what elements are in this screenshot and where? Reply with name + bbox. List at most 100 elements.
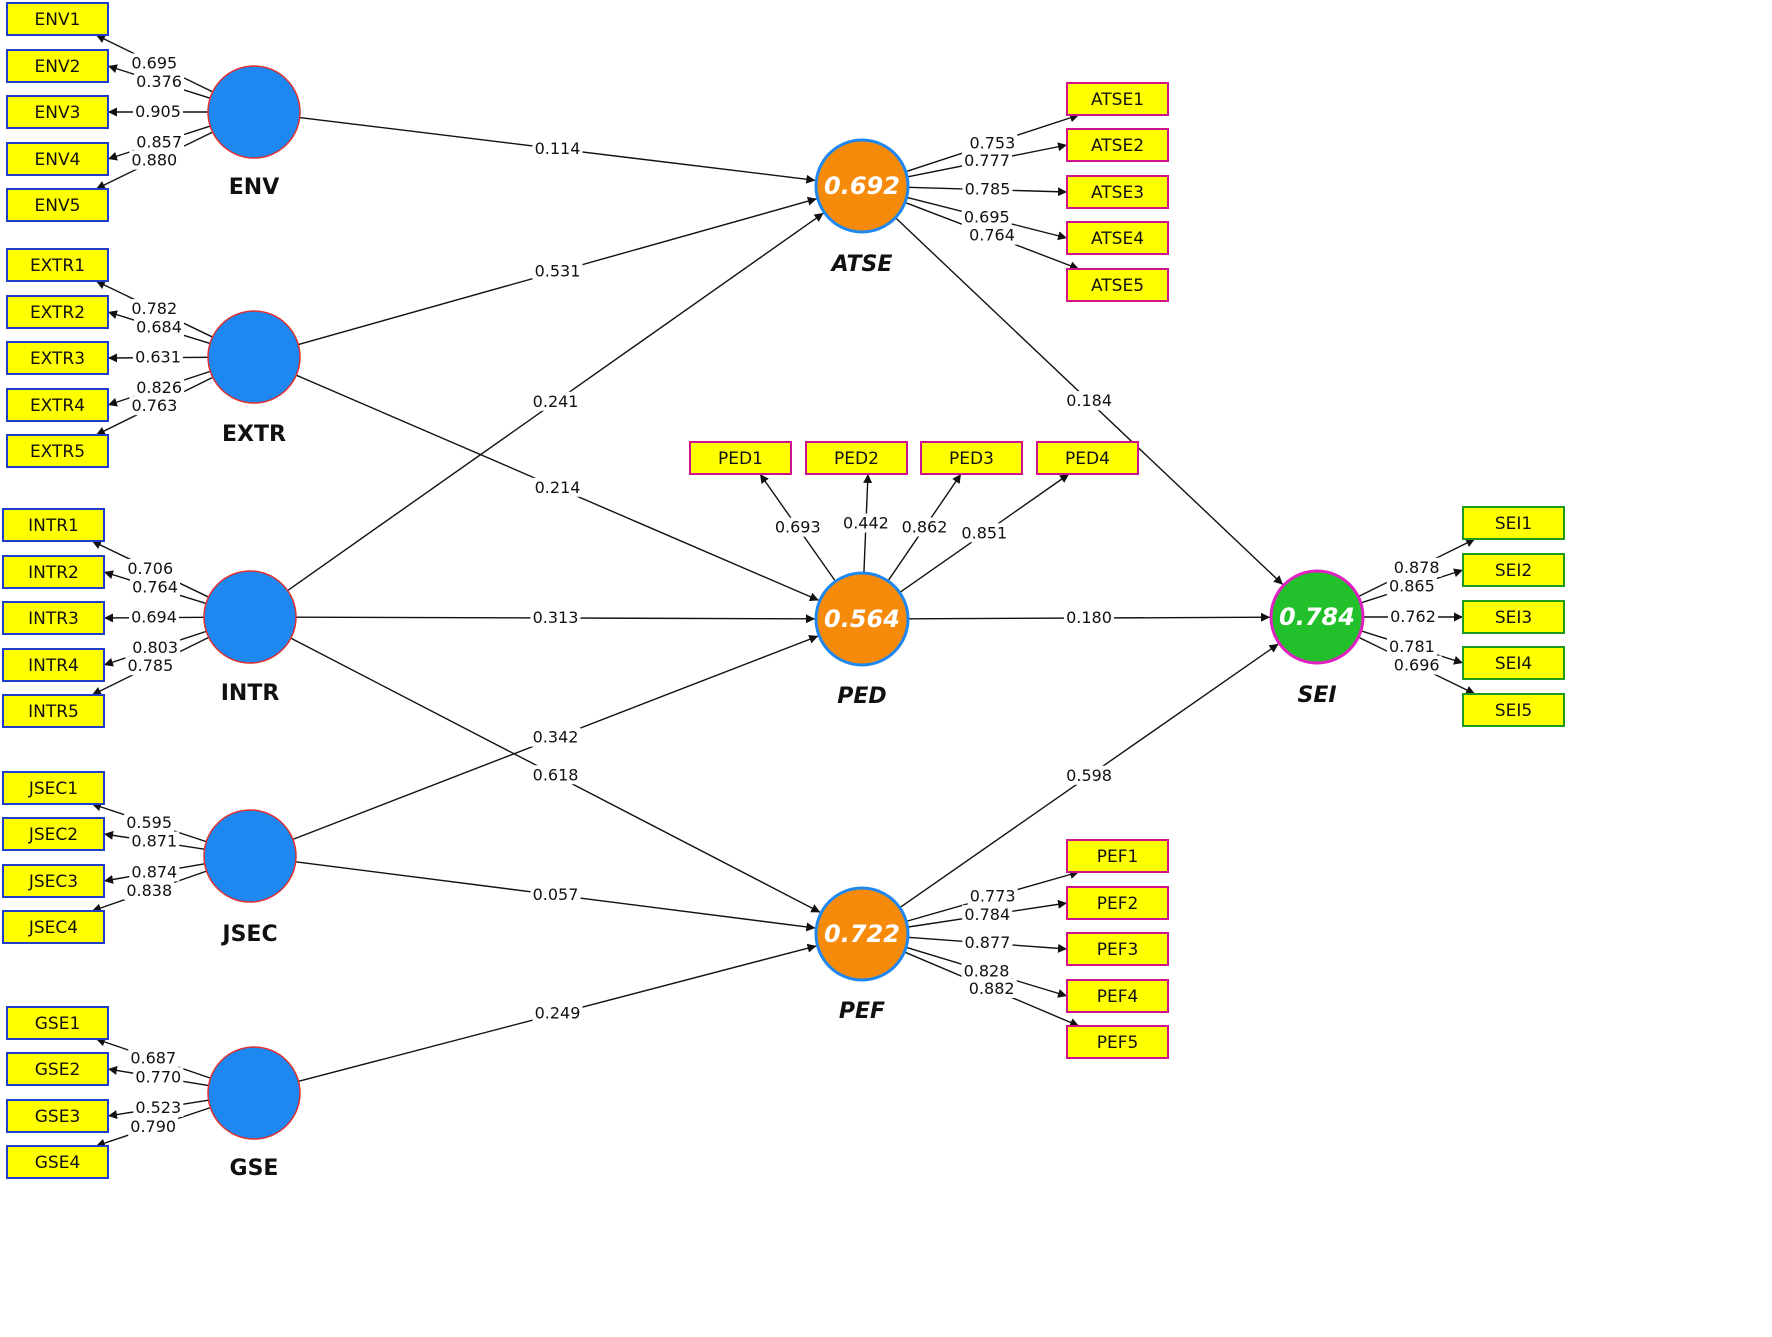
indicator-label: PED1: [718, 449, 763, 469]
loading-sei5-value: 0.696: [1391, 655, 1442, 675]
indicator-ped4[interactable]: PED4: [1036, 441, 1139, 475]
indicator-intr1[interactable]: INTR1: [2, 508, 105, 542]
loading-extr2-value-bg: [134, 317, 185, 337]
loading-pef1-value-bg: [967, 886, 1018, 906]
indicator-pef3[interactable]: PEF3: [1066, 932, 1169, 966]
indicator-sei3[interactable]: SEI3: [1462, 600, 1565, 634]
indicator-label: GSE4: [35, 1153, 81, 1173]
loading-gse4-value-bg: [128, 1116, 179, 1136]
construct-intr[interactable]: INTR: [203, 570, 297, 706]
path-ped-to-sei-coefficient: 0.180: [1064, 608, 1114, 628]
indicator-ped2[interactable]: PED2: [805, 441, 908, 475]
indicator-label: SEI1: [1495, 514, 1532, 534]
construct-extr[interactable]: EXTR: [207, 310, 301, 447]
loading-gse3-value-text: 0.523: [135, 1098, 181, 1117]
indicator-jsec4[interactable]: JSEC4: [2, 910, 105, 944]
indicator-env3[interactable]: ENV3: [6, 95, 109, 129]
indicator-sei1[interactable]: SEI1: [1462, 506, 1565, 540]
loading-intr3-value-text: 0.694: [131, 608, 177, 627]
loading-extr2-value-text: 0.684: [136, 318, 182, 337]
construct-label: INTR: [221, 681, 280, 706]
indicator-sei4[interactable]: SEI4: [1462, 646, 1565, 680]
indicator-intr4[interactable]: INTR4: [2, 648, 105, 682]
indicator-extr4[interactable]: EXTR4: [6, 388, 109, 422]
indicator-gse3[interactable]: GSE3: [6, 1099, 109, 1133]
construct-label: PEF: [839, 999, 885, 1024]
indicator-box: [1066, 886, 1169, 920]
path-jsec-to-pef-coefficient: 0.057: [530, 884, 581, 904]
indicator-pef4[interactable]: PEF4: [1066, 979, 1169, 1013]
indicator-box: [1462, 646, 1565, 680]
indicator-atse3[interactable]: ATSE3: [1066, 175, 1169, 209]
loading-sei3-value: 0.762: [1388, 607, 1438, 626]
loading-ped1-value-bg: [772, 517, 823, 537]
indicator-box: [6, 1145, 109, 1179]
indicator-box: [1066, 175, 1169, 209]
loading-ped3-value: 0.862: [899, 517, 950, 537]
indicator-jsec3[interactable]: JSEC3: [2, 864, 105, 898]
construct-circle: [814, 886, 910, 982]
indicator-box: [1462, 600, 1565, 634]
construct-jsec[interactable]: JSEC: [203, 809, 297, 947]
indicator-jsec1[interactable]: JSEC1: [2, 771, 105, 805]
loading-gse3-value: 0.523: [133, 1098, 184, 1118]
indicator-atse1[interactable]: ATSE1: [1066, 82, 1169, 116]
indicator-sei5[interactable]: SEI5: [1462, 693, 1565, 727]
indicator-box: [6, 1052, 109, 1086]
loading-intr2-value-bg: [130, 577, 181, 597]
indicator-atse4[interactable]: ATSE4: [1066, 221, 1169, 255]
indicator-sei2[interactable]: SEI2: [1462, 553, 1565, 587]
loading-jsec4-value-bg: [124, 881, 175, 901]
indicator-intr3[interactable]: INTR3: [2, 601, 105, 635]
indicator-pef5[interactable]: PEF5: [1066, 1025, 1169, 1059]
indicator-atse2[interactable]: ATSE2: [1066, 128, 1169, 162]
indicator-box: [1066, 268, 1169, 302]
indicator-intr5[interactable]: INTR5: [2, 694, 105, 728]
path-extr-to-ped-coefficient-text: 0.214: [535, 478, 581, 497]
loading-intr1-value-bg: [125, 559, 176, 579]
loading-atse5-value-bg: [966, 225, 1017, 245]
indicator-gse4[interactable]: GSE4: [6, 1145, 109, 1179]
indicator-gse2[interactable]: GSE2: [6, 1052, 109, 1086]
construct-env[interactable]: ENV: [207, 65, 301, 200]
construct-circle: [207, 310, 301, 404]
loading-ped2-value-bg: [840, 513, 891, 533]
path-ped-to-sei-coefficient-text: 0.180: [1066, 608, 1112, 627]
indicator-atse5[interactable]: ATSE5: [1066, 268, 1169, 302]
indicator-label: GSE2: [35, 1060, 81, 1080]
indicator-env4[interactable]: ENV4: [6, 142, 109, 176]
indicator-jsec2[interactable]: JSEC2: [2, 817, 105, 851]
loading-atse1-value-bg: [967, 133, 1018, 153]
path-jsec-to-pef-coefficient-bg: [530, 884, 581, 904]
indicator-env5[interactable]: ENV5: [6, 188, 109, 222]
indicator-extr3[interactable]: EXTR3: [6, 341, 109, 375]
construct-circle: [207, 65, 301, 159]
indicator-box: [1066, 979, 1169, 1013]
indicator-extr2[interactable]: EXTR2: [6, 295, 109, 329]
loading-gse4-value-text: 0.790: [130, 1117, 176, 1136]
indicator-label: PEF1: [1097, 847, 1139, 867]
indicator-ped3[interactable]: PED3: [920, 441, 1023, 475]
loading-gse4-value: 0.790: [128, 1116, 179, 1136]
loading-sei2-value-bg: [1386, 576, 1437, 596]
indicator-intr2[interactable]: INTR2: [2, 555, 105, 589]
indicator-env1[interactable]: ENV1: [6, 2, 109, 36]
r-squared-value: 0.722: [824, 920, 900, 948]
indicator-pef1[interactable]: PEF1: [1066, 839, 1169, 873]
indicator-env2[interactable]: ENV2: [6, 49, 109, 83]
indicator-box: [1066, 1025, 1169, 1059]
construct-gse[interactable]: GSE: [207, 1046, 301, 1181]
indicator-label: PEF2: [1097, 894, 1139, 914]
indicator-gse1[interactable]: GSE1: [6, 1006, 109, 1040]
construct-label: JSEC: [220, 922, 277, 947]
indicator-ped1[interactable]: PED1: [689, 441, 792, 475]
indicator-extr1[interactable]: EXTR1: [6, 248, 109, 282]
indicator-extr5[interactable]: EXTR5: [6, 434, 109, 468]
path-gse-to-pef-coefficient-bg: [532, 1003, 583, 1023]
path-intr-to-ped-coefficient: 0.313: [530, 607, 581, 627]
indicator-pef2[interactable]: PEF2: [1066, 886, 1169, 920]
